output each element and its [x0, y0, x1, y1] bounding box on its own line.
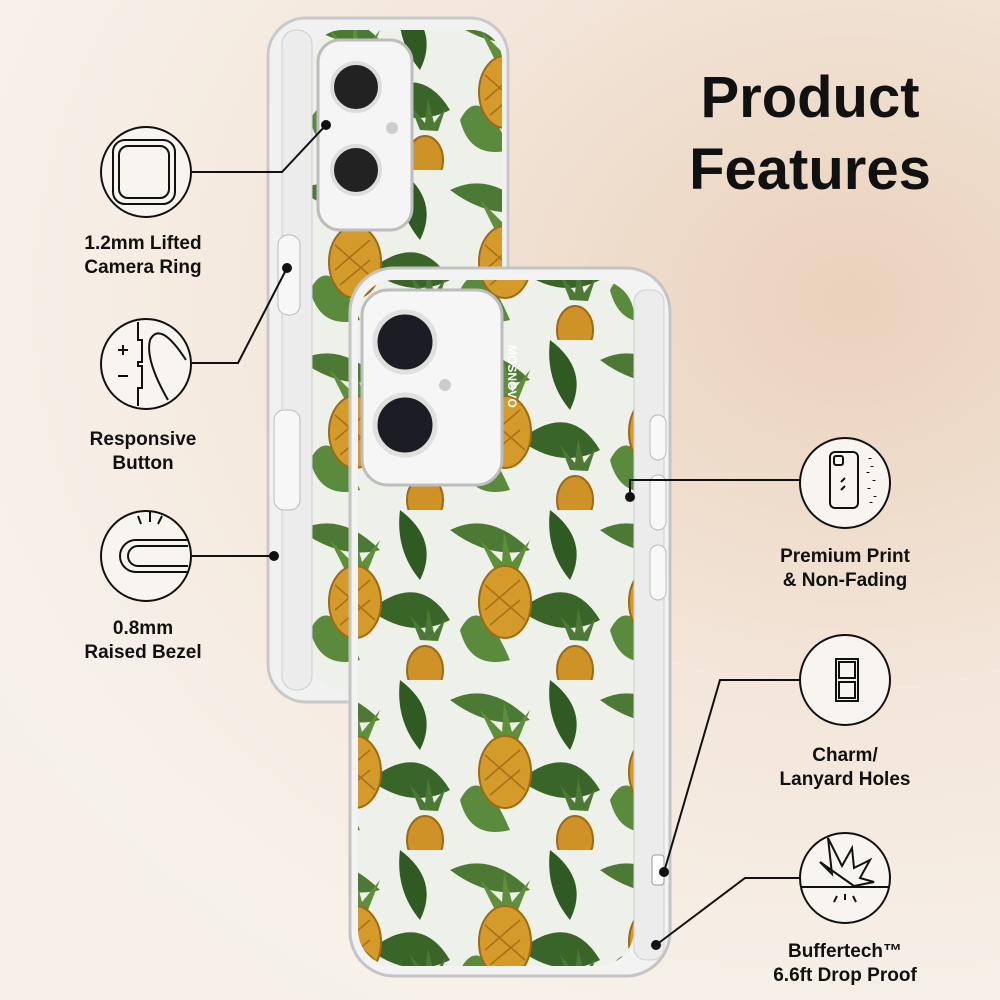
feature-label-responsive-button: Responsive Button — [43, 428, 243, 476]
print-quality-icon — [799, 437, 891, 529]
feature-line: Button — [112, 453, 174, 474]
feature-line: 0.8mm — [112, 618, 174, 639]
feature-line: Charm/ — [812, 745, 878, 766]
callout-dots — [269, 120, 669, 950]
feature-label-camera-ring: 1.2mm Lifted Camera Ring — [43, 232, 243, 280]
camera-ring-icon — [100, 126, 192, 218]
raised-bezel-icon — [100, 510, 192, 602]
feature-label-premium-print: Premium Print & Non-Fading — [745, 545, 945, 593]
feature-line: Buffertech™ — [787, 941, 902, 962]
title-line-2: Features — [689, 137, 931, 202]
page-title: Product Features — [640, 62, 980, 206]
feature-line: Raised Bezel — [84, 642, 202, 663]
drop-proof-icon — [799, 832, 891, 924]
feature-line: & Non-Fading — [782, 570, 908, 591]
feature-line: Camera Ring — [84, 257, 202, 278]
feature-line: Lanyard Holes — [779, 769, 911, 790]
feature-line: 1.2mm Lifted — [84, 233, 202, 254]
button-press-icon — [100, 318, 192, 410]
feature-label-raised-bezel: 0.8mm Raised Bezel — [43, 617, 243, 665]
feature-label-lanyard-holes: Charm/ Lanyard Holes — [745, 744, 945, 792]
lanyard-holes-icon — [799, 634, 891, 726]
feature-line: 6.6ft Drop Proof — [773, 965, 917, 986]
phone-case-front-view: MOSNOVO — [348, 266, 672, 978]
feature-line: Premium Print — [780, 546, 910, 567]
brand-logo: MOSNOVO — [505, 345, 519, 408]
feature-label-drop-proof: Buffertech™ 6.6ft Drop Proof — [745, 940, 945, 988]
title-line-1: Product — [700, 65, 920, 130]
feature-line: Responsive — [89, 429, 197, 450]
callout-lines — [192, 124, 800, 946]
